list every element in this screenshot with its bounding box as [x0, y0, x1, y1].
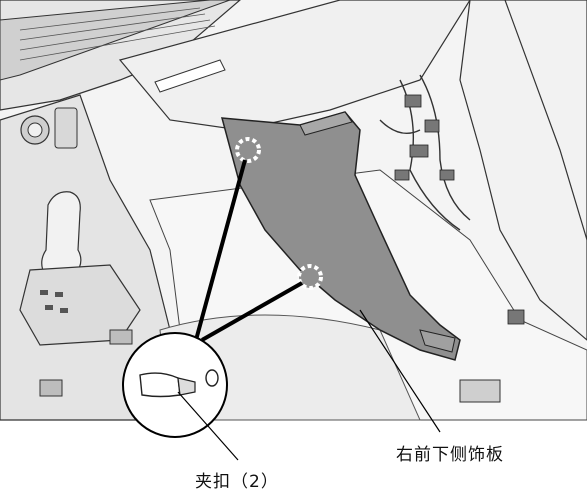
clip-leader-lines — [194, 159, 303, 342]
vent-grille — [19, 7, 216, 61]
glove-box-handle — [154, 59, 226, 93]
clip-location-upper — [235, 137, 261, 163]
clip-label-leader — [177, 391, 239, 461]
trim-panel-bottom-tab — [419, 329, 456, 353]
panel-label-leader — [359, 309, 441, 433]
right-front-lower-side-trim-panel — [220, 111, 461, 361]
console-switch-lower — [39, 379, 63, 397]
floor-fixture — [459, 379, 501, 403]
panel-label: 右前下侧饰板 — [396, 445, 504, 465]
clip-label: 夹扣（2） — [195, 472, 279, 492]
floor-connector — [507, 309, 525, 325]
clip-stem-icon — [177, 377, 196, 396]
trim-panel-top-flange — [299, 111, 353, 136]
air-vent — [0, 0, 231, 81]
a-pillar — [459, 0, 587, 341]
console-buttons — [54, 107, 78, 149]
connectors — [394, 94, 455, 181]
clip-location-lower — [297, 264, 323, 290]
door-edge — [504, 0, 587, 241]
glove-box — [118, 0, 471, 131]
clip-head-icon — [205, 369, 219, 387]
console-switch — [109, 329, 133, 345]
shifter-buttons — [40, 290, 68, 313]
control-knob-center — [27, 122, 43, 138]
clip-body-icon — [139, 372, 181, 398]
gear-shifter — [41, 191, 82, 276]
clip-detail-callout — [122, 332, 228, 438]
